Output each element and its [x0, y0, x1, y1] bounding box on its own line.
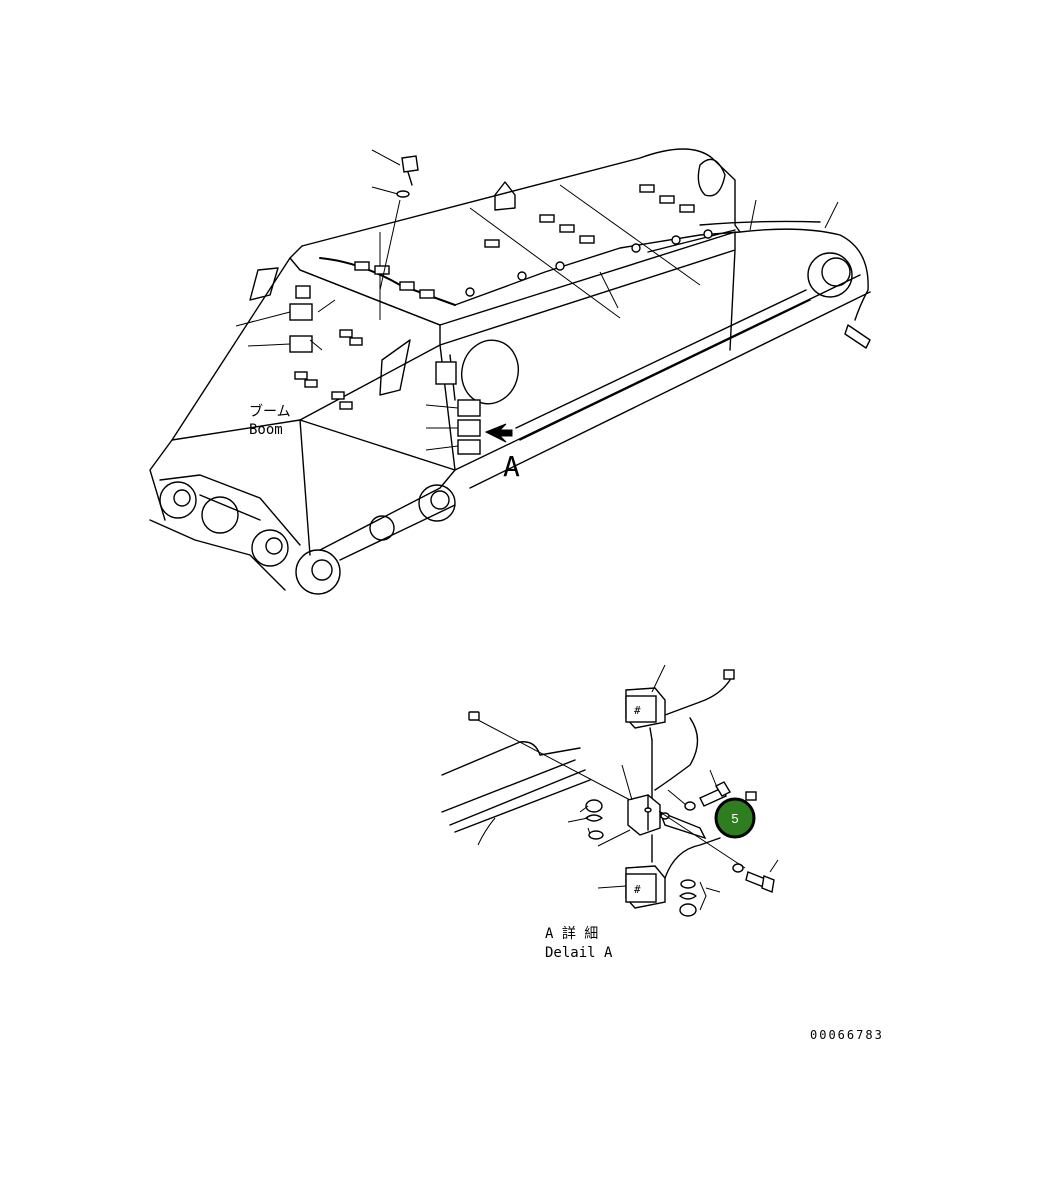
- leader-lines-upper: [235, 149, 839, 451]
- detail-a-illustration: # #: [441, 669, 775, 917]
- boom-label-jp: ブーム: [249, 403, 291, 420]
- callout-badge-5[interactable]: 5: [714, 797, 756, 839]
- svg-text:#: #: [634, 704, 641, 717]
- detail-label-jp: A 詳 細: [545, 926, 598, 942]
- svg-text:#: #: [634, 883, 641, 896]
- detail-label-en: Delail A: [545, 945, 613, 961]
- boom-label-en: Boom: [249, 422, 283, 438]
- drawing-number: 00066783: [810, 1028, 884, 1042]
- view-arrow-label: A: [503, 450, 520, 483]
- callout-number: 5: [731, 811, 738, 826]
- boom-illustration: [149, 148, 871, 595]
- leader-lines-detail: [567, 664, 779, 911]
